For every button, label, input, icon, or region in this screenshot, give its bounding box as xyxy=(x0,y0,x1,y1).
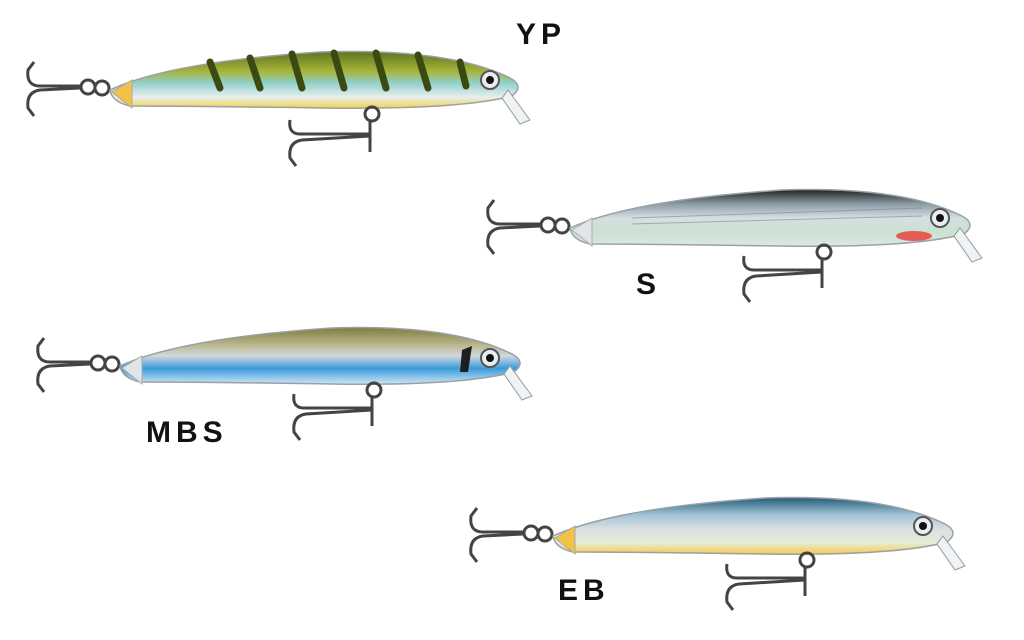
scale-lines xyxy=(631,207,923,225)
red-gill-mark xyxy=(896,231,932,241)
belly-treble-hook-icon xyxy=(292,381,383,441)
lure-body xyxy=(109,50,519,109)
lure-code-s: S xyxy=(636,268,662,301)
lure-tail xyxy=(111,79,133,110)
belly-treble-hook-icon xyxy=(288,105,381,167)
lure-body xyxy=(119,326,521,385)
lure-lip xyxy=(501,89,531,125)
lure-mbs xyxy=(36,326,533,441)
rear-treble-hook-icon xyxy=(26,61,111,117)
lure-body xyxy=(552,496,954,555)
lure-code-yp: YP xyxy=(516,18,567,51)
lure-yp xyxy=(26,49,531,167)
lure-code-mbs: MBS xyxy=(146,416,228,449)
lure-lip xyxy=(936,535,966,571)
belly-treble-hook-icon xyxy=(725,551,816,611)
lure-tail xyxy=(121,355,143,386)
lure-tail xyxy=(554,525,576,556)
lure-tail xyxy=(571,217,593,248)
lure-lip xyxy=(953,227,983,263)
perch-stripes xyxy=(206,49,470,92)
lure-code-eb: EB xyxy=(558,574,610,607)
dark-gill-mark xyxy=(460,346,472,372)
belly-treble-hook-icon xyxy=(742,243,833,303)
rear-treble-hook-icon xyxy=(36,337,121,393)
lure-s xyxy=(486,188,983,303)
lure-lip xyxy=(503,365,533,401)
lure-eb xyxy=(469,496,966,611)
rear-treble-hook-icon xyxy=(486,199,571,255)
rear-treble-hook-icon xyxy=(469,507,554,563)
